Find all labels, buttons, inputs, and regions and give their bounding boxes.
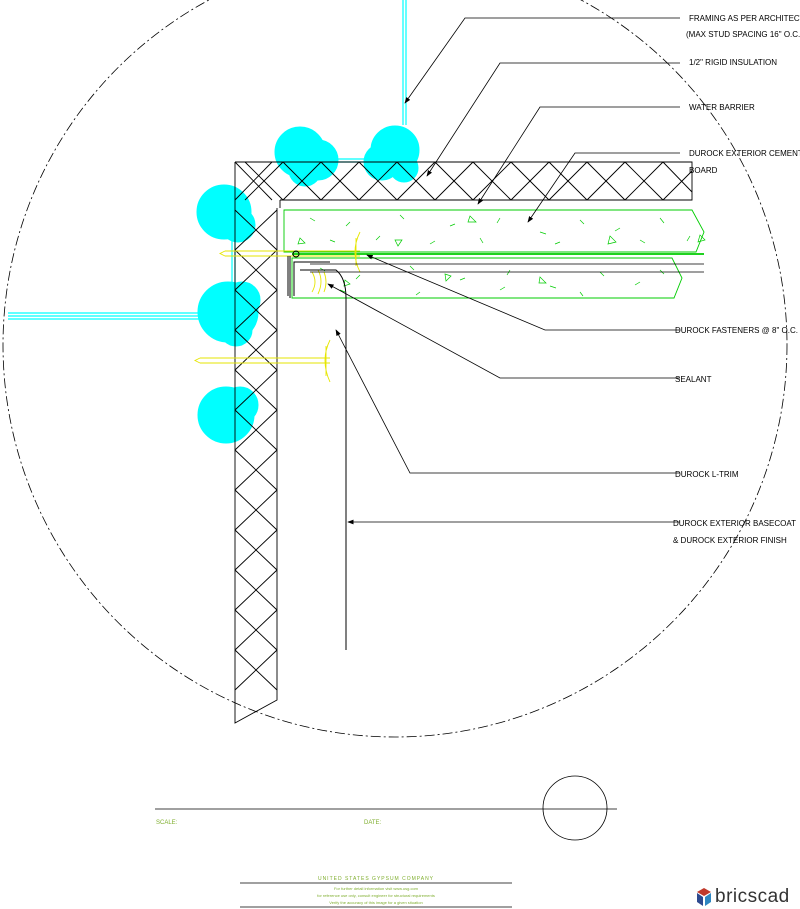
fastener-bottom	[193, 339, 331, 383]
detail-boundary-circle	[2, 0, 788, 738]
brand-watermark: bricscad	[697, 886, 790, 908]
brand-name: bricscad	[715, 886, 790, 907]
l-trim	[287, 250, 704, 650]
label-insulation: 1/2" RIGID INSULATION	[689, 58, 777, 67]
detail-reference-circle	[542, 775, 608, 841]
cement-board	[283, 209, 706, 299]
leader-lines	[327, 17, 680, 525]
leader-water-barrier	[477, 106, 680, 205]
rigid-insulation-top	[235, 161, 693, 208]
company-name: UNITED STATES GYPSUM COMPANY	[318, 876, 434, 882]
fastener-top	[218, 231, 361, 273]
title-block: SCALE: DATE: UNITED STATES GYPSUM COMPAN…	[155, 775, 617, 908]
label-l-trim: DUROCK L-TRIM	[675, 470, 739, 479]
leader-fasteners	[366, 254, 680, 331]
label-basecoat-1: DUROCK EXTERIOR BASECOAT	[673, 519, 796, 528]
note-line-1: For further detail information visit www…	[334, 886, 419, 891]
date-label: DATE:	[364, 820, 382, 826]
framing-studs	[8, 0, 407, 320]
label-fasteners: DUROCK FASTENERS @ 8" O.C.	[675, 326, 798, 335]
rigid-insulation-side	[234, 161, 278, 724]
label-basecoat-2: & DUROCK EXTERIOR FINISH	[673, 536, 787, 545]
label-cement-board-2: BOARD	[689, 166, 718, 175]
leader-cement-board	[527, 152, 680, 223]
bricscad-logo-icon	[697, 888, 711, 906]
label-framing-1: FRAMING AS PER ARCHITECT	[689, 14, 800, 23]
sealant-bead	[311, 269, 327, 295]
leader-sealant	[327, 283, 680, 379]
leader-insulation	[426, 62, 680, 177]
scale-label: SCALE:	[156, 820, 178, 826]
note-line-2: for reference use only, consult engineer…	[317, 893, 435, 898]
leader-l-trim	[335, 329, 680, 474]
label-cement-board-1: DUROCK EXTERIOR CEMENT	[689, 149, 800, 158]
label-water-barrier: WATER BARRIER	[689, 103, 755, 112]
label-framing-2: (MAX STUD SPACING 16" O.C.)	[686, 30, 800, 39]
note-line-3: Verify the accuracy of this image for a …	[329, 900, 422, 905]
leader-framing	[404, 17, 680, 104]
label-sealant: SEALANT	[675, 375, 712, 384]
